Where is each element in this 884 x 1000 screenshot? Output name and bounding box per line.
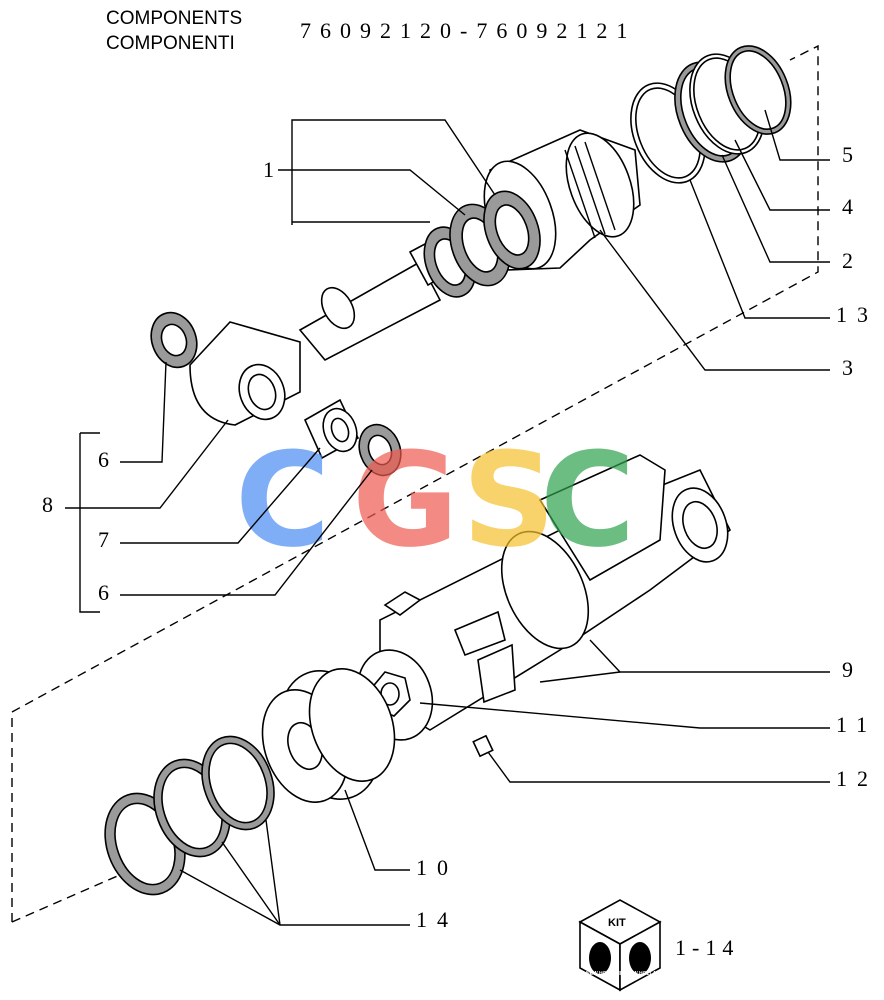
callout-3: 3 <box>842 355 863 380</box>
plug-12 <box>472 734 494 758</box>
piston-rod-assembly <box>189 226 472 426</box>
watermark-letter-s: S <box>462 424 556 576</box>
piston-seals-14 <box>104 735 275 896</box>
callout-13: 13 <box>836 302 878 327</box>
callout-9: 9 <box>842 657 863 682</box>
callouts: 1 5 4 2 13 3 6 8 7 6 9 11 12 10 14 <box>42 142 878 932</box>
header-title-it: COMPONENTI <box>106 33 235 54</box>
callout-12: 12 <box>836 766 878 791</box>
header-title-en: COMPONENTS <box>106 8 242 29</box>
callout-6-top: 6 <box>98 447 119 472</box>
callout-14: 14 <box>416 907 458 932</box>
rod-seal-set-1 <box>423 190 541 298</box>
kit-brand-right: NEW HOLLAND <box>626 971 664 977</box>
watermark-letter-c1: C <box>235 424 330 576</box>
piston-10 <box>261 668 396 803</box>
callout-8: 8 <box>42 492 63 517</box>
watermark-letter-g: G <box>352 424 459 576</box>
kit-cube-icon: KIT NEW HOLLAND NEW HOLLAND <box>578 899 664 992</box>
kit-label: KIT <box>608 917 626 929</box>
callout-7: 7 <box>98 527 119 552</box>
callout-11: 11 <box>836 712 877 737</box>
kit-brand-left: NEW HOLLAND <box>586 971 624 977</box>
watermark-letter-c2: C <box>540 424 635 576</box>
callout-10: 10 <box>416 855 458 880</box>
kit-range-label: 1-14 <box>675 935 739 960</box>
callout-4: 4 <box>842 194 863 219</box>
callout-2: 2 <box>842 248 863 273</box>
callout-1: 1 <box>263 157 284 182</box>
header-part-numbers: 76092120-76092121 <box>300 18 636 43</box>
eye-bushing-seals <box>150 311 402 477</box>
callout-5: 5 <box>842 142 863 167</box>
watermark-cgsc: C G S C <box>235 424 635 576</box>
gland-rings <box>630 45 792 184</box>
callout-6-bottom: 6 <box>98 580 119 605</box>
leader-lines <box>65 109 830 926</box>
